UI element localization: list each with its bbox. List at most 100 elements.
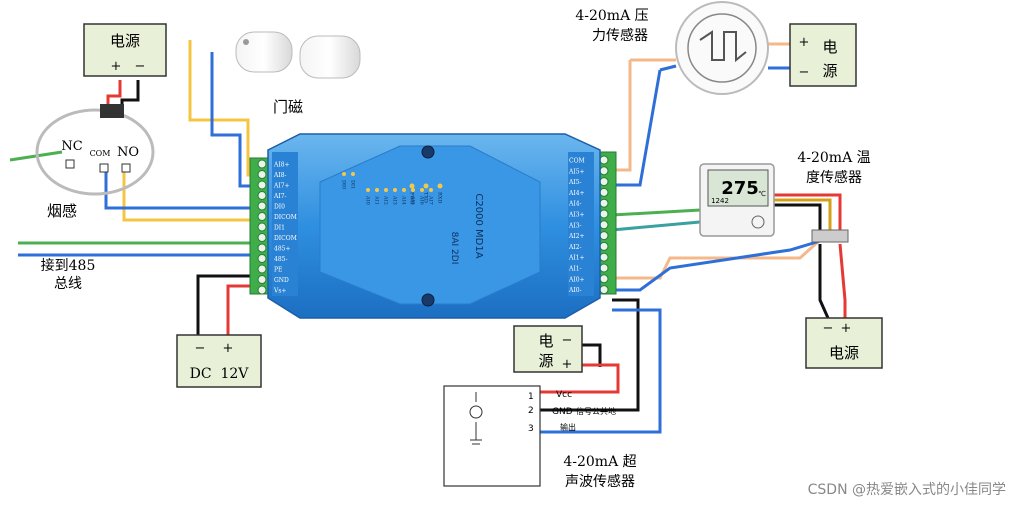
door-magnet-body-2 bbox=[299, 35, 361, 79]
power-c-char2: 源 bbox=[538, 352, 553, 370]
left-terminal-screw bbox=[257, 275, 267, 284]
right-terminal-label: AI3+ bbox=[568, 212, 585, 219]
ultra-vcc: Vcc bbox=[556, 390, 572, 400]
left-terminal-screw bbox=[257, 180, 267, 190]
ultra-line1: 4-20mA 超 bbox=[563, 454, 636, 470]
smoke-nc-label: NC bbox=[61, 139, 82, 154]
left-terminal-screw bbox=[257, 201, 267, 211]
ultra-out: 输出 bbox=[560, 422, 576, 432]
status-led bbox=[437, 183, 443, 189]
door-magnet-body-1 bbox=[235, 31, 293, 73]
right-terminal-screw bbox=[599, 274, 609, 284]
left-terminal-labels: AI8+AI8-AI7+AI7-DI0DICOMDI1DICOM485+485-… bbox=[273, 162, 297, 295]
ultra-pin3: 3 bbox=[528, 424, 534, 434]
pressure-line2: 力传感器 bbox=[592, 27, 648, 44]
di-led bbox=[351, 172, 355, 176]
right-terminal-screw bbox=[599, 231, 609, 241]
power-c-char1: 电 bbox=[538, 332, 553, 350]
ai-led bbox=[393, 188, 397, 192]
power-rt-char1: 电 bbox=[822, 38, 837, 56]
right-terminal-label: AI1- bbox=[568, 266, 582, 273]
power-plus-label: + bbox=[111, 59, 122, 74]
right-terminal-screw bbox=[599, 285, 609, 295]
di-led-label: DI0 bbox=[341, 180, 347, 189]
left-terminal-screw bbox=[257, 212, 267, 221]
left-terminal-screw bbox=[257, 191, 267, 200]
right-terminal-label: AI2+ bbox=[568, 233, 585, 240]
module-model: C2000 MD1A bbox=[473, 193, 484, 258]
ai-led bbox=[402, 188, 406, 192]
power-r-plus: + bbox=[841, 321, 852, 336]
c2000-module: AI8+AI8-AI7+AI7-DI0DICOMDI1DICOM485+485-… bbox=[249, 133, 617, 319]
left-terminal-label: DICOM bbox=[274, 214, 297, 221]
ai-led-label: AI0 bbox=[365, 195, 371, 205]
power-minus-label: − bbox=[135, 59, 146, 74]
module-spec: 8AI 2DI bbox=[449, 232, 459, 265]
ai-led-label: AI2 bbox=[383, 195, 389, 205]
left-terminal-label: AI7- bbox=[273, 193, 287, 200]
left-terminal-label: AI7+ bbox=[273, 183, 290, 190]
ai-led-label: AI6 bbox=[419, 195, 425, 205]
status-led bbox=[423, 183, 429, 189]
ai-led bbox=[420, 188, 424, 192]
right-terminal-label: AI4+ bbox=[568, 190, 585, 197]
right-terminal-label: AI5- bbox=[568, 179, 582, 186]
smoke-sensor: NC COM NO 烟感 bbox=[35, 104, 155, 220]
power-label: 电源 bbox=[110, 32, 140, 50]
smoke-sensor-label: 烟感 bbox=[47, 202, 77, 220]
temperature-sensor: 4-20mA 温 度传感器 275 ℃ 1242 bbox=[699, 150, 871, 243]
left-terminal-screw bbox=[257, 285, 267, 295]
power-supply-center: 电 源 − + bbox=[513, 325, 583, 373]
right-terminal-label: AI5+ bbox=[568, 168, 585, 175]
left-terminal-screws bbox=[257, 159, 267, 295]
ultra-gnd-note: 信号公共地 bbox=[576, 406, 616, 416]
rs485-line2: 总线 bbox=[54, 276, 82, 292]
ai-led-label: AI3 bbox=[392, 195, 398, 205]
left-terminal-label: 485- bbox=[274, 256, 287, 263]
left-terminal-screw bbox=[257, 222, 267, 232]
dc-12v-supply: − + DC 12V bbox=[176, 334, 262, 388]
right-terminal-label: AI0+ bbox=[568, 276, 585, 283]
di-led bbox=[342, 172, 346, 176]
right-terminal-label: AI1+ bbox=[568, 255, 585, 262]
right-terminal-screw bbox=[599, 198, 609, 208]
right-terminal-label: AI3- bbox=[568, 222, 582, 229]
status-led-label: RXD bbox=[437, 192, 443, 203]
right-terminal-screw bbox=[599, 187, 609, 197]
right-terminal-labels: COMAI5+AI5-AI4+AI4-AI3+AI3-AI2+AI2-AI1+A… bbox=[568, 158, 585, 295]
temp-display-unit: ℃ bbox=[758, 190, 766, 198]
right-terminal-screw bbox=[599, 252, 609, 262]
smoke-com-label: COM bbox=[90, 149, 111, 158]
power-supply-left-top: 电源 + − bbox=[83, 23, 167, 77]
ultrasonic-sensor: Vcc GND 信号公共地 输出 1 2 3 4-20mA 超 声波传感器 bbox=[443, 385, 637, 490]
mount-screw-top bbox=[421, 145, 435, 159]
door-magnet: 门磁 bbox=[235, 31, 361, 116]
right-terminal-label: COM bbox=[569, 158, 585, 165]
ultra-line2: 声波传感器 bbox=[565, 473, 635, 490]
right-terminal-label: AI4- bbox=[568, 201, 582, 208]
dc-minus-label: − bbox=[195, 341, 206, 356]
ultra-pin2: 2 bbox=[528, 406, 534, 416]
left-terminal-screw bbox=[257, 170, 267, 179]
left-terminal-label: PE bbox=[274, 267, 282, 274]
ai-led-label: AI4 bbox=[401, 195, 407, 205]
ai-led bbox=[375, 188, 379, 192]
dc-plus-label: + bbox=[223, 341, 234, 356]
right-terminal-screw bbox=[599, 263, 609, 273]
left-terminal-label: AI8+ bbox=[273, 162, 290, 169]
left-terminal-screw bbox=[257, 233, 267, 242]
power-rt-minus: − bbox=[799, 65, 810, 80]
pressure-sensor: 4-20mA 压 力传感器 bbox=[575, 1, 769, 95]
rs485-line1: 接到485 bbox=[41, 257, 96, 274]
power-r-minus: − bbox=[823, 321, 834, 336]
ai-led bbox=[411, 188, 415, 192]
temp-line2: 度传感器 bbox=[806, 169, 862, 186]
power-c-minus: − bbox=[562, 333, 573, 348]
status-led-label: PWR bbox=[409, 192, 415, 205]
ai-led-label: AI7 bbox=[428, 195, 434, 205]
power-c-plus: + bbox=[562, 357, 573, 372]
di-led-label: DI1 bbox=[350, 180, 356, 189]
right-terminal-screw bbox=[599, 209, 609, 219]
